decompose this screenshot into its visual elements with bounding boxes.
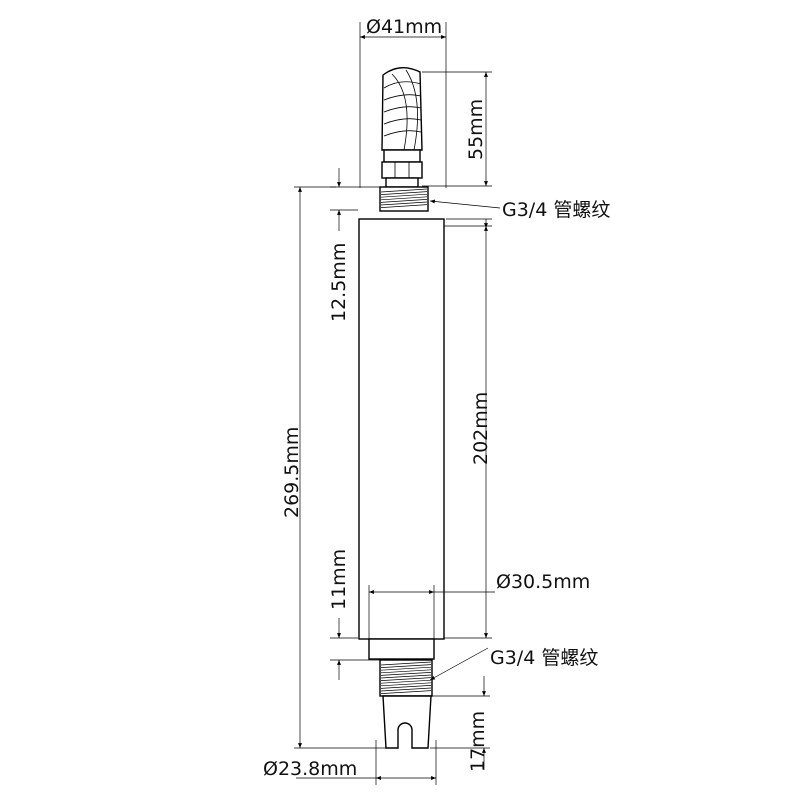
thread-line <box>380 664 432 668</box>
thread-line <box>380 679 432 684</box>
thread-line <box>380 196 428 201</box>
label-body-length: 202mm <box>470 392 492 465</box>
thread-line <box>380 188 428 193</box>
thread-line <box>380 191 428 195</box>
label-bottom-diameter: Ø23.8mm <box>263 758 357 780</box>
probe-tip <box>382 695 432 749</box>
main-body <box>358 218 445 640</box>
thread-line <box>380 690 432 694</box>
cable-gland <box>381 149 423 188</box>
bottom-thread <box>379 659 433 697</box>
dim-top-diameter: Ø41mm <box>359 16 447 188</box>
leader-top-thread: G3/4 管螺纹 <box>429 199 610 228</box>
thread-line <box>380 661 432 666</box>
lower-collar <box>368 638 435 660</box>
dim-cable-length: 55mm <box>422 71 492 187</box>
top-thread <box>379 186 429 212</box>
dim-bottom-diameter: Ø23.8mm <box>263 740 437 785</box>
label-top-thread: G3/4 管螺纹 <box>502 199 610 221</box>
label-body-diameter: Ø30.5mm <box>496 571 590 593</box>
label-tip-length: 17mm <box>467 711 489 772</box>
dim-bottom-spacing: 11mm <box>328 549 380 680</box>
label-top-diameter: Ø41mm <box>366 16 442 38</box>
label-total-length: 269.5mm <box>281 427 303 518</box>
thread-line <box>380 672 432 676</box>
thread-line <box>380 199 428 203</box>
thread-line <box>380 193 428 198</box>
cable-twist <box>383 69 422 151</box>
thread-line <box>380 201 428 206</box>
thread-line <box>380 669 432 674</box>
thread-line <box>380 687 432 692</box>
label-cable-length: 55mm <box>465 99 487 160</box>
thread-line <box>380 204 428 208</box>
dim-body-length: 202mm <box>444 225 492 639</box>
thread-line <box>380 666 432 671</box>
thread-line <box>380 677 432 681</box>
thread-line <box>380 674 432 679</box>
dim-body-diameter: Ø30.5mm <box>368 571 590 658</box>
label-bottom-spacing: 11mm <box>328 549 350 610</box>
dim-top-spacing: 12.5mm <box>328 168 380 322</box>
dim-tip-length: 17mm <box>430 676 490 772</box>
thread-line <box>380 685 432 689</box>
label-bottom-thread: G3/4 管螺纹 <box>490 647 598 669</box>
label-top-spacing: 12.5mm <box>328 243 350 322</box>
thread-line <box>380 682 432 687</box>
cable <box>381 67 423 151</box>
dim-total-length: 269.5mm <box>281 186 386 749</box>
leader-bottom-thread: G3/4 管螺纹 <box>429 647 598 681</box>
